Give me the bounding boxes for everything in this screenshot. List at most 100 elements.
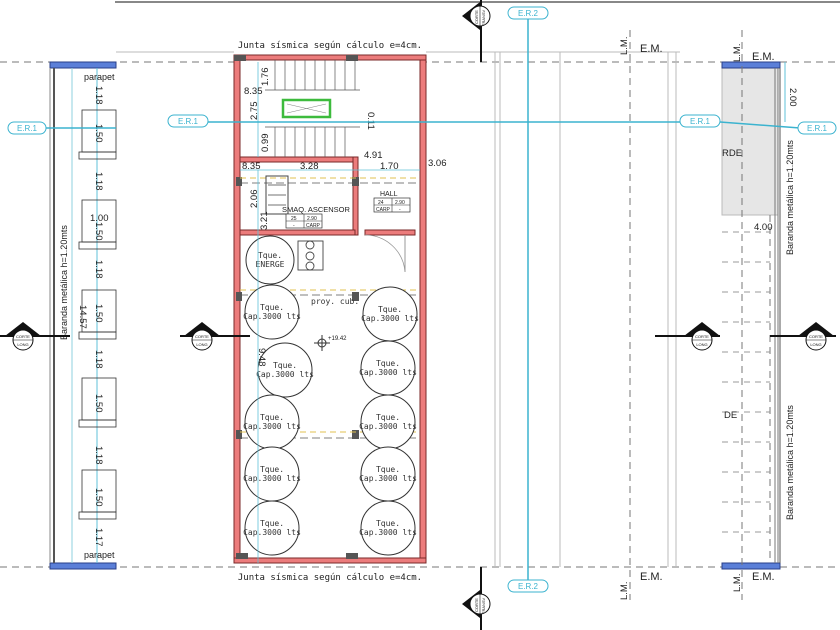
railing-note-right-top: Baranda metálica h=1.20mts [785, 140, 795, 255]
dim-4-91: 4.91 [364, 150, 383, 161]
wall-left [233, 54, 241, 564]
dim-2-06: 2.06 [249, 190, 260, 209]
dim-3-06: 3.06 [428, 158, 447, 169]
svg-text:CORTE: CORTE [474, 598, 479, 612]
machine-room-extra: - [293, 223, 295, 229]
hall-code: 24 [378, 200, 384, 206]
er1-label-left: E.R.1 [17, 124, 38, 133]
svg-text:LONG: LONG [196, 342, 207, 347]
svg-text:CORTE: CORTE [695, 334, 709, 339]
tank-label: Tque. [260, 465, 284, 474]
tank-label: Cap.3000 lts [243, 422, 301, 431]
hall-height: 2.90 [395, 200, 405, 206]
seismic-joint-note-bottom: Junta sísmica según cálculo e=4cm. [238, 573, 422, 583]
em-label-top-right: E.M. [752, 51, 775, 63]
svg-text:LONG: LONG [17, 342, 28, 347]
dim-elev: 1.18 [93, 172, 104, 191]
tank-label: Tque. [376, 359, 400, 368]
tank-label: Cap.3000 lts [359, 528, 417, 537]
dim-elev: 1.50 [93, 304, 104, 323]
left-elevation: parapet parapet Baranda metálica h=1.20m… [49, 61, 117, 570]
right-elevation [721, 30, 786, 600]
partial-text-1: RDE [722, 148, 742, 159]
lm-label-top-mid: L.M. [619, 37, 630, 55]
plan: Tque. ENERGE Tque. Cap.3000 lts Tque. Ca… [233, 54, 447, 564]
cap-top [49, 61, 117, 69]
tank-label: Tque. [273, 361, 297, 370]
pump-group [297, 240, 324, 271]
tank-label: Tque. [260, 413, 284, 422]
svg-text:TRANSV: TRANSV [481, 9, 486, 26]
dim-elev: 1.18 [93, 350, 104, 369]
hall-name: HALL [380, 191, 398, 198]
section-mark-transv-bottom: CORTE TRANSV [462, 567, 491, 630]
em-label-bottom-mid: E.M. [640, 571, 663, 583]
lm-label-bottom-mid: L.M. [619, 582, 630, 600]
tank-label: Cap.3000 lts [243, 474, 301, 483]
dim-3-21: 3.21 [259, 212, 270, 231]
hall-finish: CARP [376, 207, 391, 213]
dim-window-width: 1.00 [90, 213, 109, 224]
svg-text:TRANSV: TRANSV [481, 597, 486, 614]
dim-elev: 1.18 [93, 446, 104, 465]
tank-label: Tque. [378, 305, 402, 314]
tank-label: Tque. [376, 413, 400, 422]
axis-er1: E.R.1 E.R.1 E.R.1 E.R.1 [7, 114, 837, 135]
machine-room-code: 25 [291, 216, 297, 222]
dim-3-28: 3.28 [300, 161, 319, 172]
dim-elev: 1.18 [93, 260, 104, 279]
er1-label-right: E.R.1 [690, 117, 711, 126]
tank-label: Cap.3000 lts [256, 370, 314, 379]
em-label-bottom-right: E.M. [752, 571, 775, 583]
dim-2-75: 2.75 [249, 102, 260, 121]
tank-label: Cap.3000 lts [361, 314, 419, 323]
tank-label: Tque. [376, 519, 400, 528]
svg-text:CORTE: CORTE [809, 334, 823, 339]
dim-9-48: 9.48 [256, 348, 267, 367]
section-mark-transv-top: CORTE TRANSV [462, 0, 491, 62]
dim-right-mid: 4.00 [754, 222, 773, 233]
tank-label: Tque. [376, 465, 400, 474]
section-mark-long-mid-right: CORTE LONG [655, 322, 720, 351]
machine-room-finish: CARP [306, 223, 321, 229]
tank-label: Cap.3000 lts [359, 422, 417, 431]
dim-total: 14.57 [77, 305, 88, 329]
wall-right [419, 54, 427, 564]
projection-note: proy. cub. [311, 297, 359, 306]
door-swing [364, 234, 406, 273]
lm-label-bottom-right: L.M. [732, 574, 743, 592]
svg-text:LONG: LONG [810, 342, 821, 347]
dim-0-11: 0.11 [365, 112, 376, 130]
partial-text-2: DE [724, 410, 737, 421]
dim-1-76: 1.76 [260, 68, 271, 87]
parapet-label-bottom: parapet [84, 550, 115, 560]
dim-8-35-b: 8.35 [242, 161, 261, 172]
level-value: +19.42 [328, 336, 347, 342]
em-label-top-mid: E.M. [640, 43, 663, 55]
er2-label-bottom: E.R.2 [518, 582, 539, 591]
energy-tank-label-1: Tque. [258, 251, 282, 260]
tank-label: Cap.3000 lts [243, 528, 301, 537]
dim-right-top: 2.00 [787, 88, 798, 107]
machine-room-name: SMAQ. ASCENSOR [282, 205, 351, 214]
er2-label-top: E.R.2 [518, 9, 539, 18]
railing-note-left: Baranda metálica h=1.20mts [59, 225, 69, 340]
er1-label-far-right: E.R.1 [807, 124, 828, 133]
svg-text:CORTE: CORTE [195, 334, 209, 339]
svg-text:CORTE: CORTE [474, 10, 479, 24]
dim-elev: 1.50 [93, 394, 104, 413]
section-mark-long-mid-left: CORTE LONG [180, 322, 250, 351]
machine-equipment [265, 175, 289, 215]
tank-label: Cap.3000 lts [359, 474, 417, 483]
dim-elev: 1.17 [93, 528, 104, 547]
dim-elev: 1.50 [93, 124, 104, 143]
section-mark-long-right: CORTE LONG [770, 322, 836, 351]
machine-room-height: 2.90 [307, 216, 317, 222]
tank-label: Cap.3000 lts [243, 312, 301, 321]
parapet-label-top: parapet [84, 72, 115, 82]
energy-tank-label-2: ENERGE [256, 260, 285, 269]
section-mark-long-left: CORTE LONG [0, 322, 70, 351]
svg-text:CORTE: CORTE [16, 334, 30, 339]
hall-extra: - [399, 207, 401, 213]
